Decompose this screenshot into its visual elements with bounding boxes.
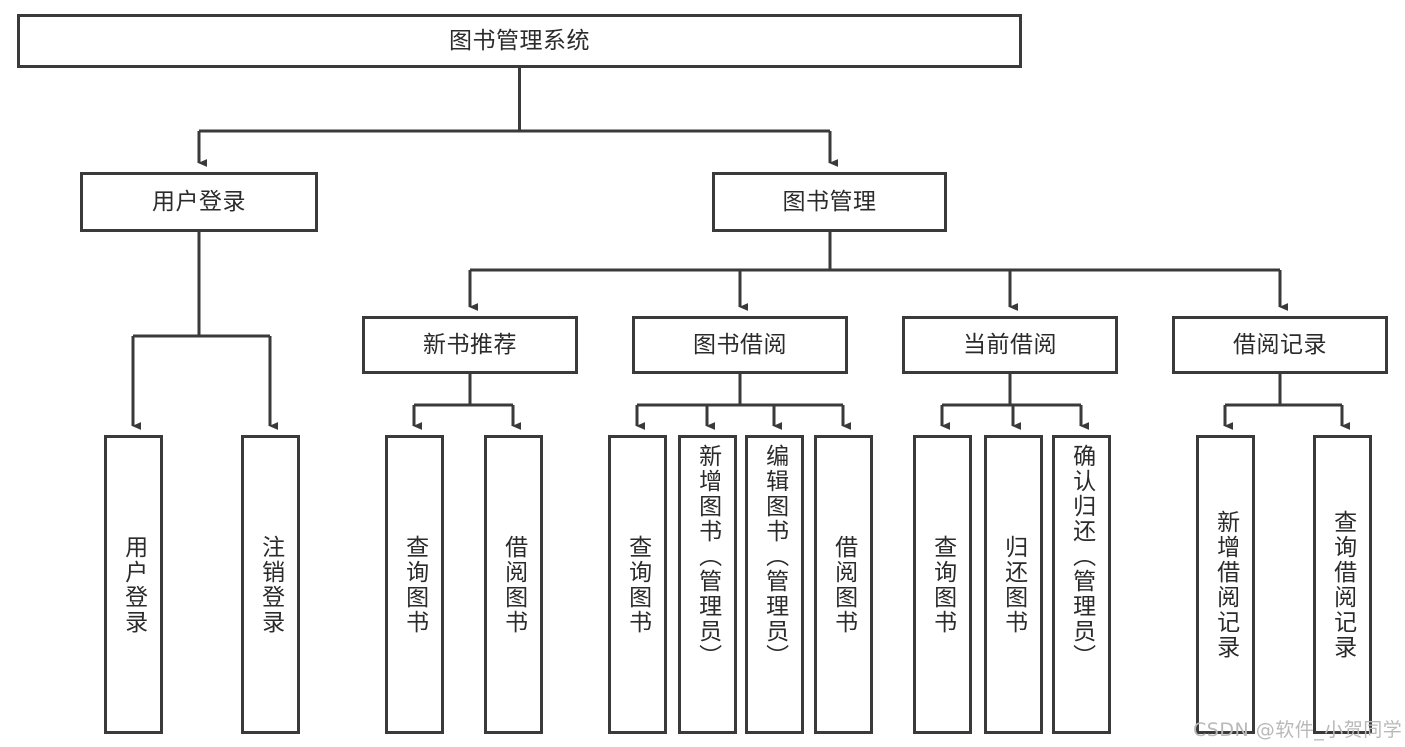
leaf-node-label: 查询图书: [401, 534, 428, 635]
leaf-node-label: 查询图书: [624, 534, 651, 635]
node-root-label: 图书管理系统: [449, 27, 590, 54]
leaf-node-label: 用户登录: [120, 534, 147, 635]
node-root[interactable]: 图书管理系统: [17, 14, 1022, 68]
leaf-node-label: 编辑图书（管理员）: [761, 444, 788, 669]
node-borrow-record-label: 借阅记录: [1233, 331, 1327, 358]
node-user-login-label: 用户登录: [152, 188, 246, 215]
node-current-borrow[interactable]: 当前借阅: [902, 316, 1118, 374]
leaf-node[interactable]: 借阅图书: [484, 435, 543, 734]
leaf-node[interactable]: 查询图书: [385, 435, 444, 734]
leaf-node-label: 借阅图书: [830, 534, 857, 635]
leaf-node-label: 归还图书: [1000, 534, 1027, 635]
leaf-node[interactable]: 用户登录: [104, 435, 163, 734]
node-book-management-label: 图书管理: [782, 188, 877, 215]
node-new-book-recommend[interactable]: 新书推荐: [362, 316, 578, 374]
leaf-node-label: 确认归还（管理员）: [1068, 444, 1095, 669]
leaf-node[interactable]: 查询借阅记录: [1313, 435, 1372, 734]
leaf-node-label: 查询借阅记录: [1329, 509, 1356, 660]
node-current-borrow-label: 当前借阅: [963, 331, 1057, 358]
leaf-node-label: 新增借阅记录: [1212, 509, 1239, 660]
csdn-watermark: CSDN @软件_小贺同学: [1193, 719, 1403, 741]
node-book-borrow-label: 图书借阅: [693, 331, 787, 358]
leaf-node[interactable]: 新增借阅记录: [1196, 435, 1255, 734]
leaf-node-label: 查询图书: [929, 534, 956, 635]
leaf-node[interactable]: 查询图书: [608, 435, 667, 734]
leaf-node[interactable]: 归还图书: [984, 435, 1043, 734]
node-book-borrow[interactable]: 图书借阅: [632, 316, 848, 374]
leaf-node-label: 注销登录: [257, 534, 284, 635]
node-borrow-record[interactable]: 借阅记录: [1172, 316, 1388, 374]
node-book-management[interactable]: 图书管理: [712, 172, 947, 232]
leaf-node[interactable]: 借阅图书: [814, 435, 873, 734]
leaf-node-label: 借阅图书: [500, 534, 527, 635]
leaf-node-label: 新增图书（管理员）: [694, 444, 721, 669]
leaf-node[interactable]: 新增图书（管理员）: [678, 435, 737, 734]
leaf-node[interactable]: 查询图书: [913, 435, 972, 734]
node-new-book-recommend-label: 新书推荐: [423, 331, 517, 358]
leaf-node[interactable]: 确认归还（管理员）: [1052, 435, 1111, 734]
leaf-node[interactable]: 编辑图书（管理员）: [745, 435, 804, 734]
node-user-login[interactable]: 用户登录: [80, 172, 318, 232]
leaf-node[interactable]: 注销登录: [241, 435, 300, 734]
